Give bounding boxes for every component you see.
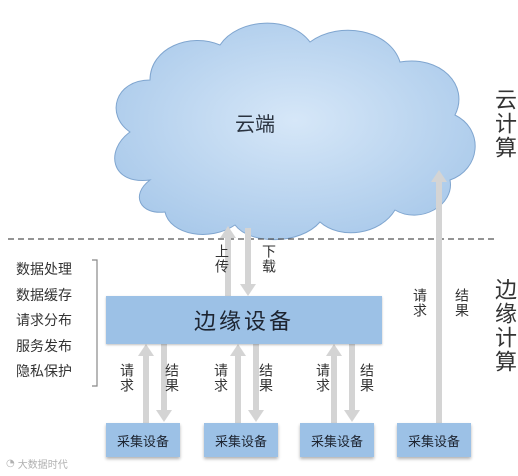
device3-result-arrow — [344, 344, 360, 422]
watermark: ◔ 大数据时代 — [6, 456, 68, 471]
direct-result-label: 结果 — [453, 288, 469, 318]
collection-device-2: 采集设备 — [204, 423, 278, 457]
download-arrow — [240, 228, 256, 296]
cloud-label: 云端 — [235, 112, 275, 136]
cloud-shape — [114, 22, 476, 241]
device1-request-label: 请求 — [118, 363, 134, 393]
direct-request-label: 请求 — [411, 288, 427, 318]
function-item: 数据缓存 — [16, 287, 72, 304]
download-label: 下载 — [260, 244, 276, 274]
edge-computing-label: 边缘计算 — [491, 278, 516, 374]
edge-device-label: 边缘设备 — [193, 310, 294, 335]
collection-device-4: 采集设备 — [397, 423, 471, 457]
function-item: 数据处理 — [16, 262, 72, 278]
device1-request-arrow — [138, 344, 154, 423]
function-item: 请求分布 — [16, 313, 72, 329]
device2-result-arrow — [248, 344, 264, 422]
watermark-text: 大数据时代 — [17, 460, 68, 471]
device3-request-label: 请求 — [314, 363, 330, 393]
cloud-computing-label: 云计算 — [491, 88, 516, 160]
device2-result-label: 结果 — [257, 363, 273, 393]
edge-device-box: 边缘设备 — [106, 296, 382, 344]
device2-request-arrow — [230, 344, 246, 423]
functions-bracket — [92, 259, 98, 387]
function-item: 服务发布 — [16, 338, 72, 355]
function-item: 隐私保护 — [16, 364, 72, 380]
collection-device-1: 采集设备 — [106, 423, 180, 457]
device1-result-label: 结果 — [163, 363, 179, 393]
collection-device-3: 采集设备 — [300, 423, 374, 457]
upload-label: 上传 — [213, 244, 229, 274]
device3-result-label: 结果 — [358, 363, 374, 393]
watermark-logo-icon: ◔ — [6, 458, 15, 469]
direct-request-arrow — [431, 170, 447, 423]
upload-arrow — [220, 226, 236, 296]
device1-result-arrow — [156, 344, 172, 422]
device2-request-label: 请求 — [212, 363, 228, 393]
edge-functions-list: 数据处理 数据缓存 请求分布 服务发布 隐私保护 — [16, 258, 106, 386]
device3-request-arrow — [326, 344, 342, 423]
